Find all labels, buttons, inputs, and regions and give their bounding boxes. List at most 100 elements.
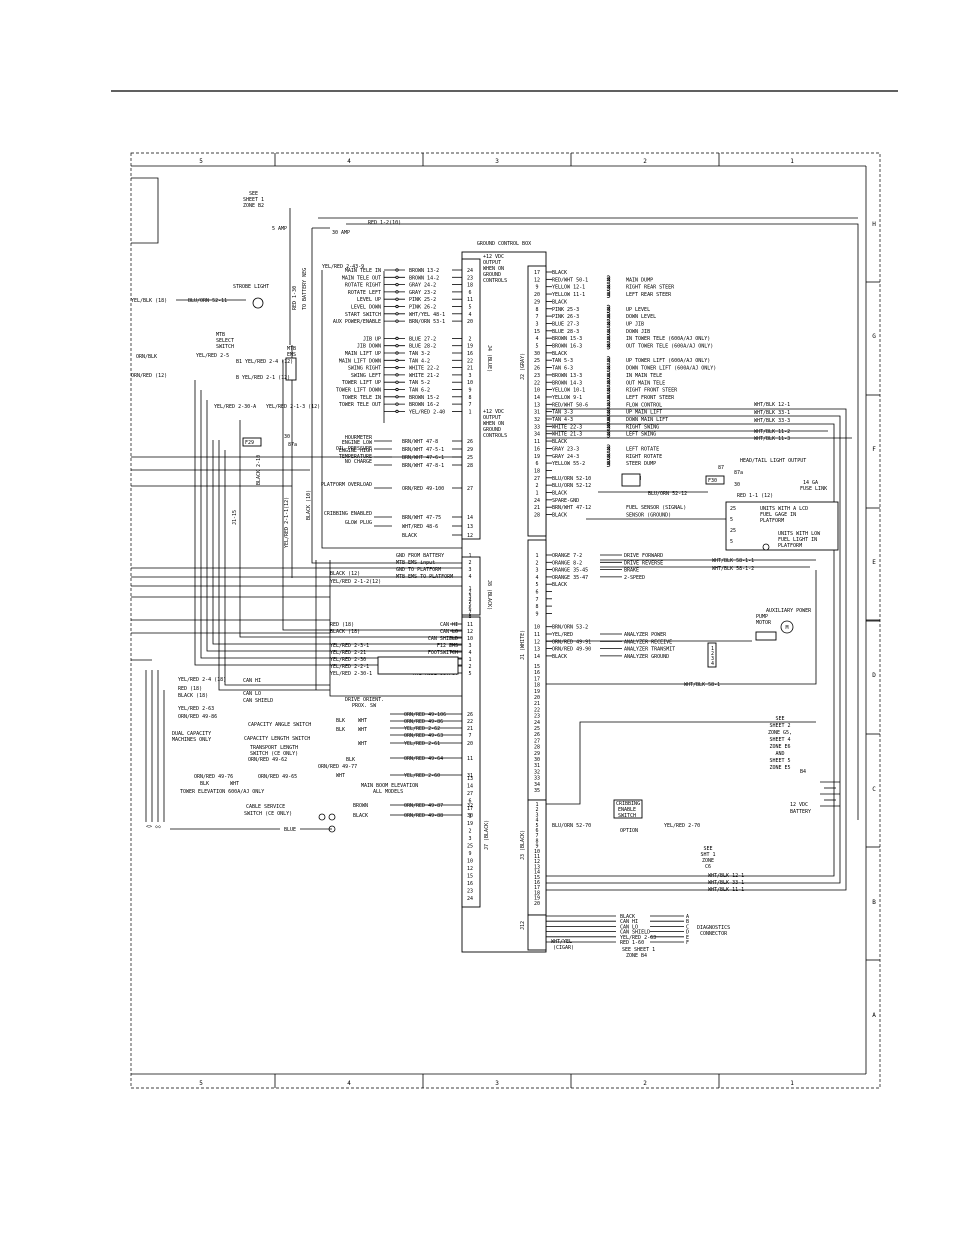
pin-number: 10 (467, 380, 473, 386)
function-label: DOWN MAIN LIFT (626, 417, 668, 423)
solenoid-coil-icon (606, 314, 611, 318)
solenoid-coil-icon (606, 308, 611, 313)
battery-label: 12 VDC (790, 802, 808, 808)
function-label: TOWER LIFT DOWN (336, 388, 381, 394)
solenoid-coil-icon (606, 461, 611, 465)
wire-label: TAN 5-3 (552, 358, 573, 364)
pin-number: 4 (468, 650, 471, 656)
output-note: +12 VDC (483, 254, 504, 260)
wire-label: YELLOW 10-1 (552, 388, 585, 394)
wire-label: BRN/ORN 53-1 (409, 319, 445, 325)
wire-label: YEL/RED 2-30-A (214, 404, 256, 410)
pin-number: 31 (467, 773, 473, 779)
see-sheet: SHT 1 (700, 852, 715, 858)
pin-number: 18 (467, 283, 473, 289)
zone-column-top: 5 (199, 158, 203, 165)
zone-row: G (872, 333, 876, 340)
solenoid-coil-icon (606, 455, 611, 460)
pin-number: 12 (534, 859, 540, 865)
pin-number: 2 (468, 336, 471, 342)
wire-label: PINK 25-2 (409, 297, 436, 303)
indicator-label: OIL PRESSURE (336, 446, 372, 452)
wire-label: BLU/ORN 52-10 (552, 476, 591, 482)
mtb-ems-switch (285, 357, 297, 381)
pin-number: 33 (534, 776, 540, 782)
pin-number: 20 (534, 901, 540, 907)
switch-contact-icon (395, 387, 399, 392)
see-sheet: SEE (703, 846, 712, 852)
switch-contact-icon (395, 344, 399, 348)
wire-label: ORN/RED 49-63 (404, 733, 443, 739)
pin-number: 25 (467, 455, 473, 461)
wire-label: BLACK (18) (178, 693, 208, 699)
pin-number: 8 (468, 614, 471, 620)
see-sheet: SHEET 1 (243, 197, 264, 203)
pin-number: 24 (467, 268, 473, 274)
switch-contact-icon (395, 358, 399, 362)
wire-label: BLUE 28-2 (409, 344, 436, 350)
zone-row: H (872, 221, 876, 228)
pin-number: 22 (534, 380, 540, 386)
output-note: CONTROLS (483, 278, 507, 284)
pin-number: 8 (535, 307, 538, 313)
wire-label: ORN/RED 49-86 (404, 719, 443, 725)
pin-number: 17 (534, 270, 540, 276)
wire-label: TO BATTERY NEG (302, 268, 308, 310)
pin-number: 5 (535, 823, 538, 829)
pin-number: 16 (534, 880, 540, 886)
pin-number: 12 (467, 533, 473, 539)
wire-label: BLK (346, 757, 355, 763)
wire-label: RED 1-60 (620, 940, 644, 946)
pin-number: 6 (535, 590, 538, 596)
pin-number: 7 (535, 314, 538, 320)
wire-label: BROWN 16-3 (552, 344, 582, 350)
fuse-link: 14 GA (803, 480, 818, 486)
solenoid-coil-icon (606, 431, 611, 436)
solenoid-coil-icon (606, 380, 611, 385)
wire-label: YEL/RED 2-60 (404, 773, 440, 779)
connector-symbol: <> ◇◇ (146, 824, 161, 830)
function-label: ANALYZER POWER (624, 632, 667, 638)
solenoid-coil-icon (606, 448, 611, 453)
wire-label: ORN/RED 49-62 (248, 757, 287, 763)
solenoid-coil-icon (606, 336, 611, 341)
zone-column-bottom: 2 (643, 1080, 647, 1087)
pin-number: 15 (534, 875, 540, 881)
solenoid-coil-icon (606, 422, 611, 427)
function-label: LEVEL UP (357, 297, 381, 303)
j6-label: FOOTSWITCH (428, 650, 458, 656)
analyzer-connector (707, 642, 717, 668)
pin-number: 5 (468, 305, 471, 311)
wire-label: RED 1-30 (292, 286, 298, 310)
fuse-label: 30 AMP (332, 230, 350, 236)
function-label: SWING LEFT (351, 373, 381, 379)
solenoid-coil-icon (606, 321, 611, 326)
wire-label: BLACK (12) (330, 571, 360, 577)
pin-number: 2 (711, 651, 714, 657)
aux-pump-label: MOTOR (756, 620, 772, 626)
solenoid-coil-icon (606, 387, 611, 392)
pin-number: 12 (534, 277, 540, 283)
pin-number: 18 (534, 683, 540, 689)
wire-label: BROWN (353, 803, 368, 809)
cribbing-label: ENABLE (618, 807, 636, 813)
pin-number: 15 (534, 664, 540, 670)
wire-label: YEL/RED 2-61 (404, 741, 440, 747)
wire-label: TAN 3-3 (552, 410, 573, 416)
wire-label: BROWN 16-2 (409, 402, 439, 408)
function-label: STEER DUMP (626, 461, 656, 467)
wire-label: YELLOW 12-1 (552, 285, 585, 291)
zone-row: C (872, 786, 876, 793)
wire-label: CAN HI (620, 919, 638, 925)
wire-label: BLACK (552, 491, 567, 497)
pin-number: 1 (535, 553, 538, 559)
pin-number: A (686, 914, 689, 920)
pin-number: 28 (534, 745, 540, 751)
switch-contact-icon (395, 380, 399, 384)
low-fuel-note: PLATFORM (778, 543, 802, 549)
wire-label: BLU/ORN 52-12 (648, 491, 687, 497)
wire-label: ORN/RED 49-106 (404, 712, 446, 718)
pin-number: 27 (534, 476, 540, 482)
pin-number: 14 (534, 870, 540, 876)
